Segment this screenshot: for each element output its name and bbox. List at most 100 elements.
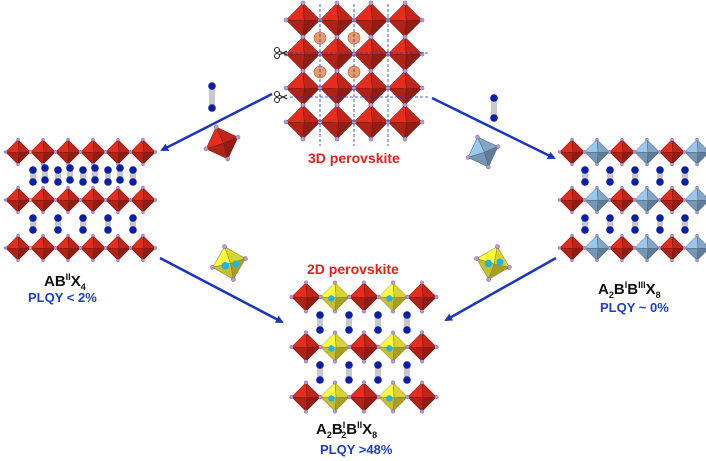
octahedron <box>376 280 410 314</box>
red-octahedron <box>385 102 425 142</box>
perovskite-2d-right-structure <box>557 137 706 263</box>
organic-spacer <box>403 361 411 384</box>
formula-part: 4 <box>80 282 86 292</box>
red-octahedron <box>385 34 425 74</box>
organic-spacer-icon <box>208 82 216 112</box>
formula-part: 2 <box>341 430 347 440</box>
formula-part: 2 <box>326 430 332 440</box>
organic-spacer <box>606 166 614 186</box>
organic-spacer <box>490 94 498 122</box>
arrow-3d-to-right <box>431 96 556 160</box>
red-octahedron <box>3 137 33 167</box>
red-octahedron <box>28 137 58 167</box>
bottom-formula: A2BI2BIIX8 <box>316 420 377 440</box>
red-octahedron <box>351 102 391 142</box>
organic-spacer-icon <box>490 94 498 122</box>
organic-spacer <box>79 166 87 186</box>
formula-part: X <box>70 273 81 290</box>
scissors-icon <box>274 47 288 59</box>
red-octahedron <box>3 185 33 215</box>
octahedron <box>347 380 381 414</box>
octahedron <box>582 137 612 167</box>
arrow-right-to-bottom <box>444 256 557 322</box>
organic-spacer <box>316 361 324 384</box>
bottom-plqy: PLQY >48% <box>320 442 393 457</box>
octahedron <box>347 280 381 314</box>
organic-spacer <box>656 214 664 234</box>
octahedron <box>557 185 587 215</box>
perovskite-2d-bottom-structure <box>289 280 439 414</box>
red-octahedron <box>385 0 425 40</box>
perovskite-2d-left-structure <box>3 137 158 263</box>
yellow-octahedron-icon <box>210 244 248 282</box>
organic-spacer <box>631 166 639 186</box>
red-octahedron <box>103 233 133 263</box>
blue-octahedron-icon <box>465 134 501 170</box>
red-octahedron <box>78 233 108 263</box>
organic-spacer <box>116 164 124 184</box>
arrow-left-to-bottom <box>159 256 284 324</box>
octahedron <box>347 330 381 364</box>
organic-spacer <box>345 311 353 334</box>
red-octahedron <box>78 185 108 215</box>
octahedron <box>657 233 687 263</box>
organic-spacer <box>656 166 664 186</box>
octahedron <box>582 185 612 215</box>
organic-spacer <box>29 166 37 186</box>
formula-part: B <box>331 421 343 438</box>
red-octahedron <box>351 0 391 40</box>
formula-part: II <box>65 272 71 282</box>
octahedron <box>632 233 662 263</box>
octahedron <box>607 137 637 167</box>
octahedron <box>607 233 637 263</box>
octahedron <box>318 330 352 364</box>
red-octahedron <box>28 233 58 263</box>
organic-spacer <box>374 311 382 334</box>
formula-part: III <box>638 280 646 290</box>
organic-spacer <box>41 164 49 184</box>
red-octahedron <box>317 68 357 108</box>
octahedron <box>682 137 706 167</box>
formula-part: B <box>613 281 625 298</box>
organic-spacer <box>104 214 112 234</box>
octahedron <box>557 137 587 167</box>
red-octahedron <box>53 185 83 215</box>
red-octahedron <box>317 102 357 142</box>
scissors-icon <box>274 91 288 103</box>
a-site-cation <box>313 31 327 45</box>
formula-part: II <box>357 420 363 430</box>
a-site-cation <box>347 31 361 45</box>
red-octahedron <box>317 34 357 74</box>
red-octahedron <box>53 233 83 263</box>
formula-part: 2 <box>608 290 614 300</box>
octahedron <box>582 233 612 263</box>
red-octahedron <box>283 68 323 108</box>
octahedron <box>632 185 662 215</box>
organic-spacer <box>104 166 112 186</box>
right-plqy: PLQY ~ 0% <box>600 300 669 315</box>
octahedron <box>376 380 410 414</box>
red-octahedron-icon <box>203 124 241 162</box>
red-octahedron <box>283 102 323 142</box>
organic-spacer <box>403 311 411 334</box>
octahedron <box>682 233 706 263</box>
red-octahedron <box>203 124 241 162</box>
octahedron <box>657 137 687 167</box>
formula-part: B <box>627 281 639 298</box>
organic-spacer <box>54 166 62 186</box>
formula-part: X <box>645 281 656 298</box>
organic-spacer <box>29 214 37 234</box>
organic-spacer <box>129 214 137 234</box>
octahedron <box>289 280 323 314</box>
octahedron <box>405 330 439 364</box>
organic-spacer <box>79 214 87 234</box>
octahedron <box>405 380 439 414</box>
octahedron <box>289 380 323 414</box>
formula-part: 8 <box>655 290 661 300</box>
yellow-octahedron <box>210 244 248 282</box>
arrow-3d-to-left <box>160 92 273 152</box>
red-octahedron <box>128 185 158 215</box>
organic-spacer <box>681 214 689 234</box>
octahedron <box>682 185 706 215</box>
